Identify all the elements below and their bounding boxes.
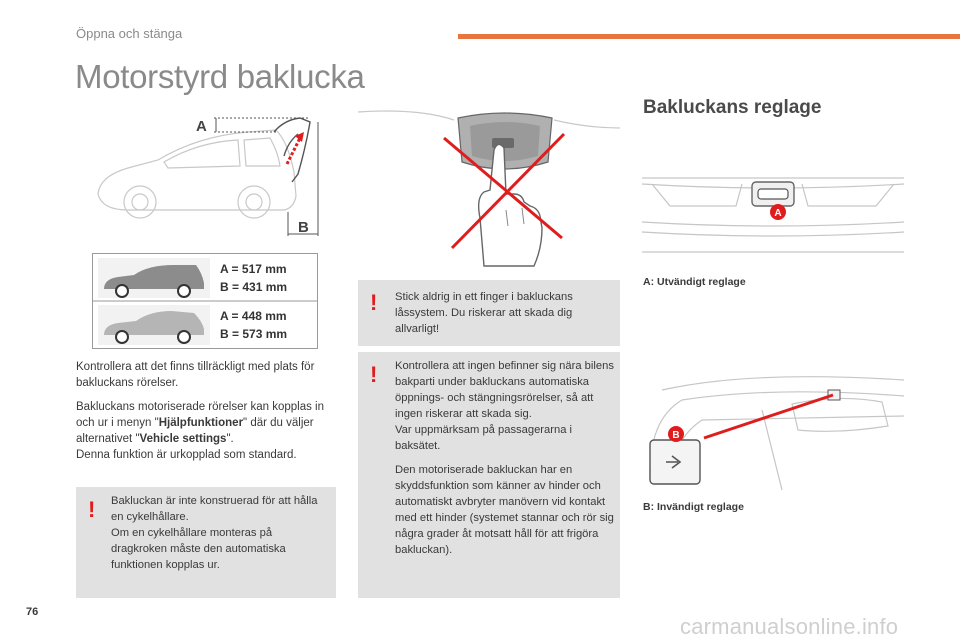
car-silhouette-2: [104, 311, 204, 344]
page-title: Motorstyrd baklucka: [75, 58, 365, 95]
paragraph-default-off: Denna funktion är urkopplad som standard…: [76, 449, 297, 461]
section-title: Öppna och stänga: [76, 26, 183, 41]
warning-icon: !: [370, 362, 378, 387]
badge-b: [668, 426, 684, 442]
finger-prohibition-illustration: [358, 98, 620, 276]
warning-text-tailgate-motion: Kontrollera att ingen befinner sig nära …: [395, 360, 614, 556]
dimension-b-1: B = 431 mm: [220, 280, 287, 294]
warning-box-finger: ! Stick aldrig in ett finger i bakluckan…: [358, 280, 620, 346]
diagram-label-a: A: [196, 118, 207, 135]
badge-a-label: A: [774, 208, 781, 219]
page-number: 76: [26, 606, 39, 618]
warning-box-tailgate-motion: ! Kontrollera att ingen befinner sig när…: [358, 352, 620, 598]
exterior-control-illustration: A: [642, 170, 904, 268]
badge-a: [770, 204, 786, 220]
option-name: Vehicle settings: [139, 433, 227, 445]
warning-text-bike-rack: Bakluckan är inte konstruerad för att hå…: [111, 495, 318, 571]
controls-heading: Bakluckans reglage: [643, 97, 822, 118]
badge-b-label: B: [672, 430, 679, 441]
dimension-a-1: A = 517 mm: [220, 262, 287, 276]
warning-icon: !: [88, 497, 96, 522]
paragraph-menu-setting: Bakluckans motoriserade rörelser kan kop…: [76, 401, 325, 461]
dimension-table: A = 517 mm B = 431 mm A = 448 mm B = 573…: [92, 253, 318, 349]
warning-box-bike-rack: ! Bakluckan är inte konstruerad för att …: [76, 487, 336, 598]
menu-name: Hjälpfunktioner: [158, 417, 244, 429]
left-body-text: Kontrollera att det finns tillräckligt m…: [76, 359, 336, 471]
interior-control-illustration: B: [642, 350, 904, 490]
watermark: carmanualsonline.info: [680, 614, 899, 639]
caption-interior-control: B: Invändigt reglage: [643, 501, 744, 513]
warning-icon: !: [370, 290, 378, 315]
caption-exterior-control: A: Utvändigt reglage: [643, 276, 746, 288]
car-clearance-diagram: A B: [88, 112, 328, 240]
dimension-a-2: A = 448 mm: [220, 309, 287, 323]
dimension-b-2: B = 573 mm: [220, 327, 287, 341]
car-silhouette-1: [104, 265, 204, 298]
warning-text-finger: Stick aldrig in ett finger i bakluckans …: [395, 291, 573, 335]
diagram-label-b: B: [298, 219, 309, 236]
header-accent-bar: [458, 34, 960, 39]
paragraph-space-check: Kontrollera att det finns tillräckligt m…: [76, 361, 315, 389]
